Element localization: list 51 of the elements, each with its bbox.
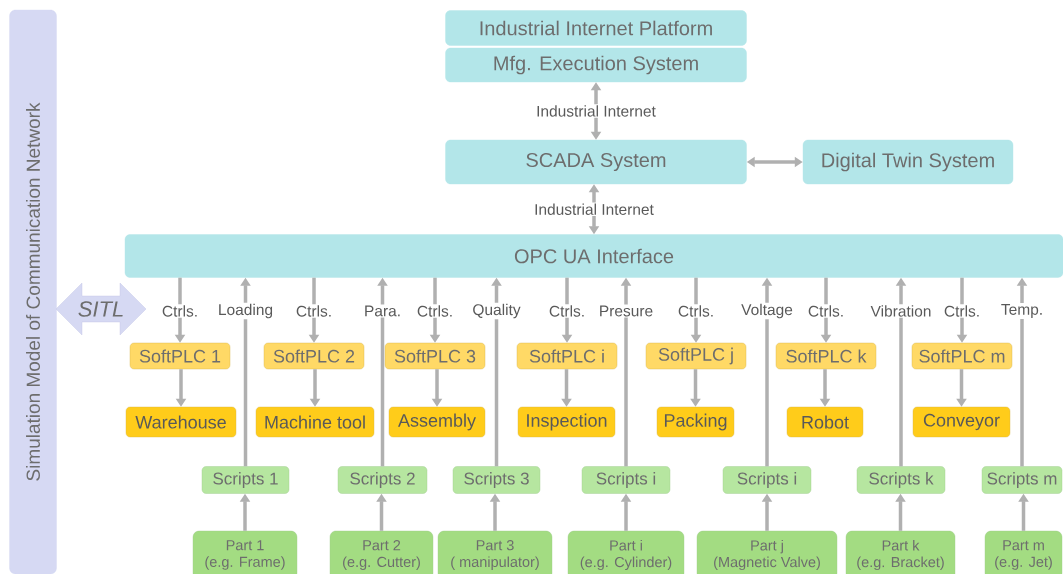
part-box: Part k (e.g. Bracket) — [845, 530, 956, 574]
edge-label: Loading — [216, 302, 275, 320]
device-box: Assembly — [388, 406, 486, 438]
device-box: Packing — [656, 406, 735, 438]
scripts-box: Scripts 1 — [201, 466, 290, 494]
scripts-box: Scripts i — [581, 466, 671, 494]
part-box: Part j (Magnetic Valve) — [696, 530, 838, 574]
scripts-box: Scripts m — [981, 466, 1063, 494]
part-box: Part 3 ( manipulator) — [437, 530, 553, 574]
device-box: Machine tool — [255, 406, 375, 438]
edge-label: Industrial Internet — [533, 202, 655, 216]
part-box: Part i (e.g. Cylinder) — [567, 530, 685, 574]
edge-label: Ctrls. — [942, 304, 982, 318]
softplc-box: SoftPLC m — [911, 342, 1013, 370]
scripts-box: Scripts 2 — [337, 466, 428, 494]
edge-label: Ctrls. — [547, 304, 587, 318]
sitl-badge: SITL — [55, 282, 147, 336]
edge-label: Vibration — [869, 304, 933, 318]
system-box: Mfg. Execution System — [445, 47, 747, 83]
device-box: Warehouse — [125, 406, 237, 438]
scripts-box: Scripts k — [856, 466, 946, 494]
system-box: SCADA System — [445, 139, 747, 185]
softplc-box: SoftPLC 3 — [384, 342, 486, 370]
edge-label: Para. — [363, 304, 403, 318]
edge-label: Ctrls. — [806, 304, 846, 318]
system-box: Industrial Internet Platform — [445, 10, 747, 46]
device-box: Robot — [786, 406, 864, 438]
scripts-box: Scripts i — [722, 466, 812, 494]
edge-label: Ctrls. — [160, 304, 200, 318]
edge-label: Quality — [471, 302, 522, 320]
edge-label: Industrial Internet — [535, 104, 657, 118]
edge-label: Voltage — [740, 302, 794, 320]
part-box: Part 1 (e.g. Frame) — [192, 530, 298, 574]
edge-label: Ctrls. — [294, 304, 334, 318]
part-box: Part m (e.g. Jet) — [984, 530, 1063, 574]
edge-label: Ctrls. — [415, 304, 455, 318]
network-band: Simulation Model of Communication Network — [9, 9, 57, 574]
softplc-box: SoftPLC j — [645, 342, 747, 370]
softplc-box: SoftPLC k — [775, 342, 877, 370]
edge-label: Presure — [597, 304, 655, 318]
softplc-box: SoftPLC 2 — [263, 342, 365, 370]
system-box: OPC UA Interface — [124, 234, 1063, 278]
scripts-box: Scripts 3 — [452, 466, 541, 494]
device-box: Inspection — [517, 406, 616, 438]
softplc-box: SoftPLC i — [516, 342, 618, 370]
part-box: Part 2 (e.g. Cutter) — [329, 530, 434, 574]
edge-label: Temp. — [999, 303, 1045, 319]
system-box: Digital Twin System — [802, 139, 1014, 185]
device-box: Conveyor — [912, 406, 1011, 438]
edge-label: Ctrls. — [676, 304, 716, 318]
softplc-box: SoftPLC 1 — [129, 342, 231, 370]
